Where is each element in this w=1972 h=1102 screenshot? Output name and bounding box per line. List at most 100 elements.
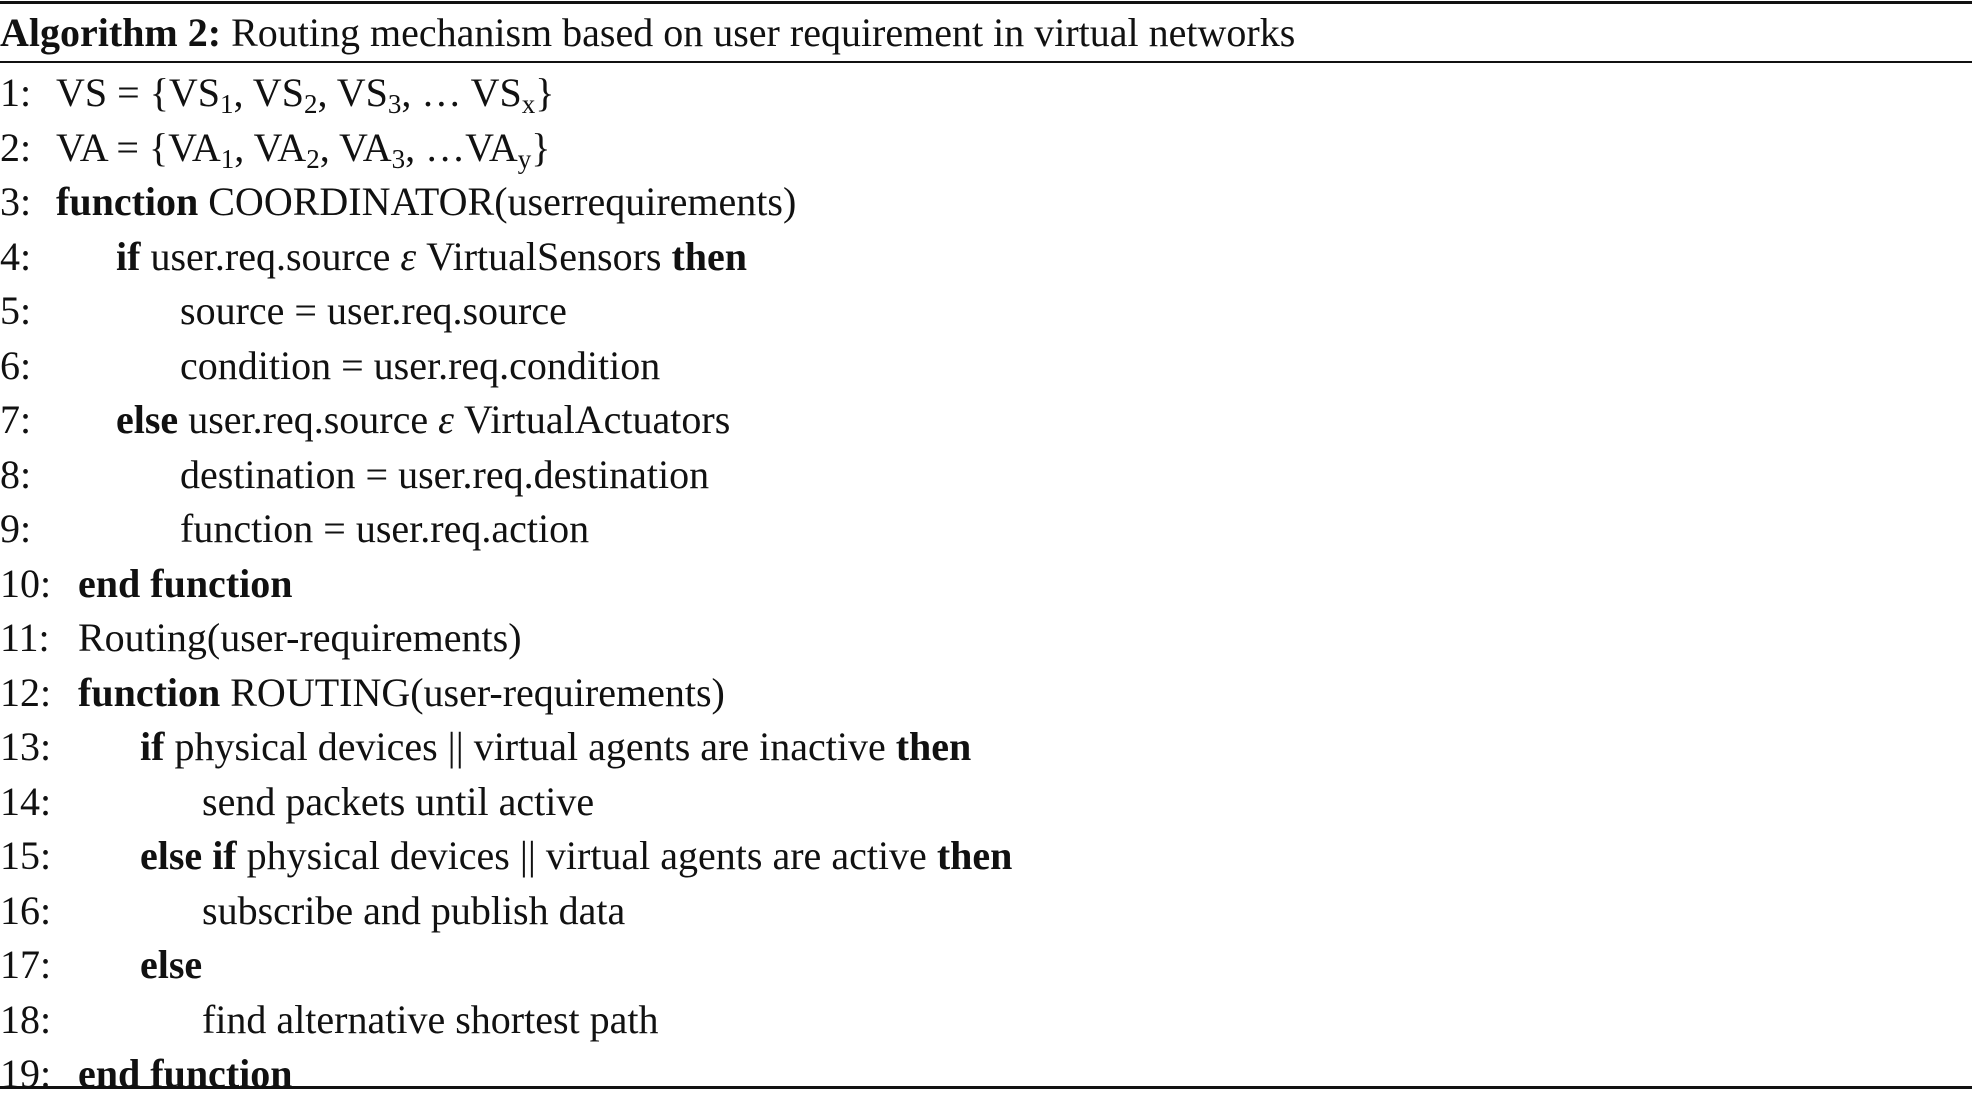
- line-statement: source = user.req.source: [180, 284, 567, 339]
- line-statement: send packets until active: [202, 775, 594, 830]
- line-number: 19:: [0, 1051, 52, 1096]
- keyword: end function: [78, 1051, 293, 1096]
- statement-text: function = user.req.action: [180, 506, 590, 551]
- line-number: 12:: [0, 669, 52, 715]
- keyword: then: [895, 724, 972, 769]
- line-number: 17:: [0, 942, 52, 987]
- line-number: 14:: [0, 778, 52, 824]
- line-number: 2:: [0, 124, 32, 170]
- line-statement: function COORDINATOR(userrequirements): [56, 175, 796, 230]
- algorithm-line: 10: end function: [0, 557, 1972, 612]
- keyword: if: [140, 724, 165, 769]
- subscript: 1: [220, 89, 234, 119]
- line-number: 10:: [0, 560, 52, 606]
- subscript: 1: [220, 143, 235, 174]
- algorithm-line: 8:destination = user.req.destination: [0, 448, 1972, 503]
- statement-text: send packets until active: [202, 778, 595, 824]
- algorithm-line: 5: source = user.req.source: [0, 284, 1972, 339]
- algorithm-title: Routing mechanism based on user requirem…: [231, 10, 1296, 55]
- subscript: x: [521, 89, 536, 119]
- algorithm-lines: 1:VS = {VS1, VS2, VS3, … VSx}2:VA = {VA1…: [0, 66, 1972, 1102]
- algorithm-line: 9: function = user.req.action: [0, 502, 1972, 557]
- keyword: else: [140, 942, 203, 987]
- line-number: 5:: [0, 288, 32, 333]
- line-statement: if user.req.source ε VirtualSensors then: [116, 230, 747, 285]
- statement-text: find alternative shortest path: [202, 996, 659, 1042]
- line-number: 18:: [0, 996, 52, 1042]
- bottom-rule: [0, 1086, 1972, 1089]
- statement-text: subscribe and publish data: [202, 887, 626, 933]
- algorithm-line: 6: condition = user.req.condition: [0, 339, 1972, 394]
- statement-text: VA = {VA: [56, 124, 221, 170]
- keyword: if: [116, 233, 141, 279]
- algorithm-line: 1:VS = {VS1, VS2, VS3, … VSx}: [0, 66, 1972, 121]
- line-number: 7:: [0, 397, 32, 442]
- line-statement: condition = user.req.condition: [180, 339, 660, 394]
- keyword: else: [116, 397, 179, 442]
- statement-text: }: [535, 70, 555, 115]
- line-number: 15:: [0, 833, 52, 878]
- statement-text: Routing(user-requirements): [78, 615, 522, 660]
- subscript: 2: [306, 143, 320, 174]
- top-rule: [0, 1, 1972, 4]
- algorithm-line: 7: else user.req.source ε VirtualActuator…: [0, 393, 1972, 448]
- line-number: 16:: [0, 887, 52, 933]
- keyword: then: [671, 233, 748, 279]
- line-number: 4:: [0, 233, 32, 279]
- statement-text: physical devices || virtual agents are a…: [236, 833, 937, 878]
- line-statement: destination = user.req.destination: [180, 448, 709, 503]
- statement-text: COORDINATOR(userrequirements): [198, 179, 797, 224]
- line-statement: function = user.req.action: [180, 502, 589, 557]
- line-statement: if physical devices || virtual agents ar…: [140, 720, 971, 775]
- algorithm-line: 11: Routing(user-requirements): [0, 611, 1972, 666]
- line-statement: else if physical devices || virtual agen…: [140, 829, 1012, 884]
- statement-text: source = user.req.source: [180, 288, 567, 333]
- statement-text: user.req.source: [178, 397, 439, 442]
- line-statement: Routing(user-requirements): [78, 611, 522, 666]
- epsilon-symbol: ε: [438, 397, 454, 442]
- statement-text: , VA: [234, 124, 307, 170]
- algorithm-line: 16: subscribe and publish data: [0, 884, 1972, 939]
- statement-text: VirtualSensors: [416, 233, 672, 279]
- algorithm-line: 19: end function: [0, 1047, 1972, 1102]
- keyword: end function: [78, 560, 293, 606]
- keyword: function: [56, 179, 199, 224]
- algorithm-line: 2: VA = {VA1, VA2, VA3, …VAy}: [0, 121, 1972, 176]
- epsilon-symbol: ε: [400, 233, 417, 279]
- algorithm-line: 12: function ROUTING(user-requirements): [0, 666, 1972, 721]
- line-statement: function ROUTING(user-requirements): [78, 666, 725, 721]
- line-number: 6:: [0, 342, 32, 388]
- subscript: 2: [303, 89, 318, 119]
- statement-text: , …VA: [405, 124, 518, 170]
- line-statement: else: [140, 938, 202, 993]
- algorithm-line: 13:if physical devices || virtual agents…: [0, 720, 1972, 775]
- algorithm-line: 17: else: [0, 938, 1972, 993]
- statement-text: ROUTING(user-requirements): [220, 669, 725, 715]
- algorithm-line: 3: function COORDINATOR(userrequirements): [0, 175, 1972, 230]
- subscript: y: [517, 143, 532, 174]
- statement-text: VirtualActuators: [453, 397, 731, 442]
- statement-text: , VA: [319, 124, 392, 170]
- statement-text: VS = {VS: [56, 70, 221, 115]
- line-number: 11:: [0, 615, 50, 660]
- algorithm-label: Algorithm 2:: [0, 10, 222, 55]
- algorithm-line: 18: find alternative shortest path: [0, 993, 1972, 1048]
- algorithm-line: 4: if user.req.source ε VirtualSensors th…: [0, 230, 1972, 285]
- caption-rule: [0, 61, 1972, 63]
- keyword: function: [78, 669, 221, 715]
- subscript: 3: [387, 89, 402, 119]
- algorithm-line: 15: else if physical devices || virtual a…: [0, 829, 1972, 884]
- line-number: 9:: [0, 506, 32, 551]
- line-number: 3:: [0, 179, 32, 224]
- line-statement: else user.req.source ε VirtualActuators: [116, 393, 730, 448]
- keyword: else if: [140, 833, 237, 878]
- statement-text: destination = user.req.destination: [180, 451, 710, 497]
- line-statement: VA = {VA1, VA2, VA3, …VAy}: [56, 121, 550, 176]
- line-statement: end function: [78, 1047, 293, 1102]
- keyword: then: [936, 833, 1013, 878]
- statement-text: condition = user.req.condition: [180, 342, 661, 388]
- line-number: 1:: [0, 70, 32, 115]
- line-statement: end function: [78, 557, 293, 612]
- statement-text: , … VS: [401, 70, 522, 115]
- statement-text: , VS: [233, 70, 304, 115]
